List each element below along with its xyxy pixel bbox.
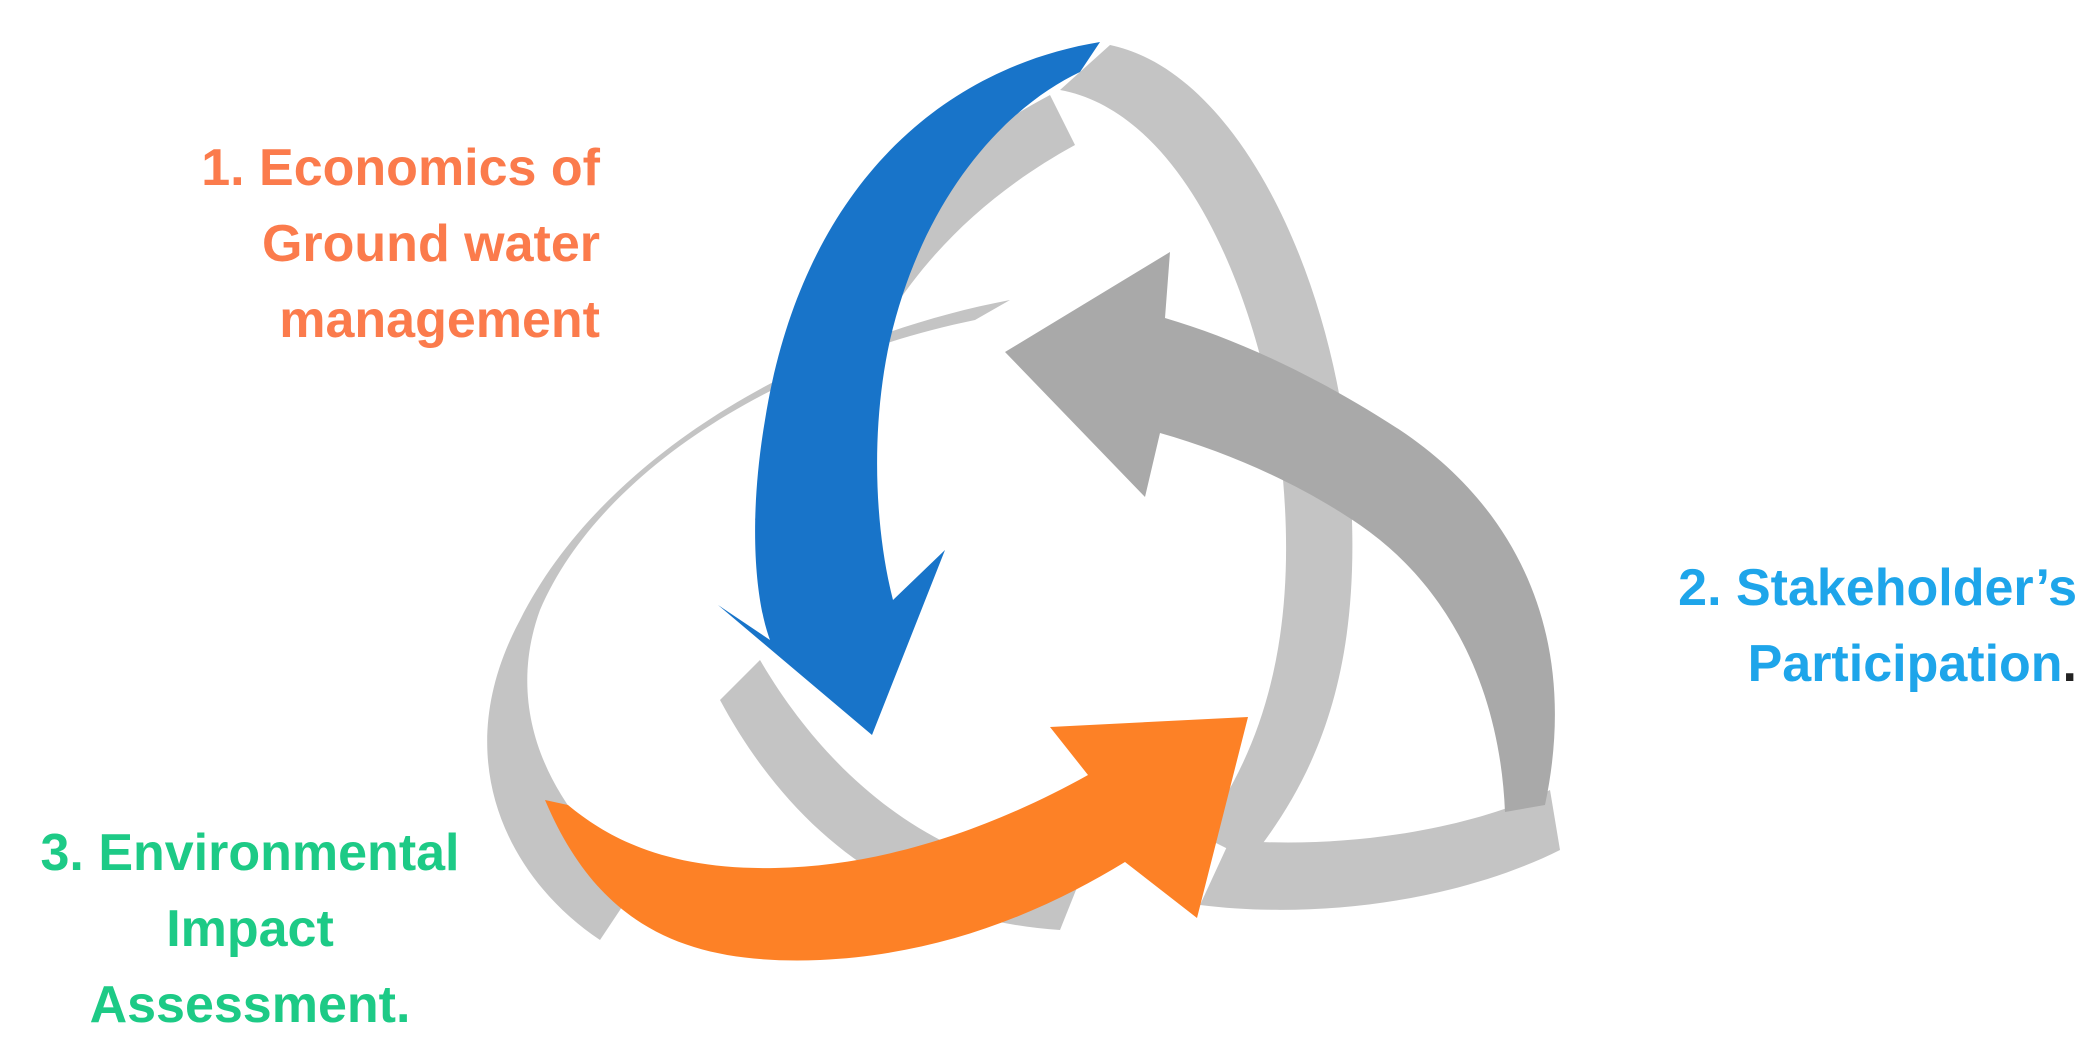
label-stakeholders-period: . bbox=[2062, 635, 2077, 693]
label-economics-line-1: 1. Economics of bbox=[201, 139, 600, 197]
label-stakeholders-line-2: Participation bbox=[1747, 635, 2063, 693]
label-stakeholders-line-2-wrap: Participation. bbox=[1622, 626, 2077, 702]
label-economics: 1. Economics of Ground water management bbox=[175, 130, 600, 358]
label-stakeholders: 2. Stakeholder’s Participation. bbox=[1622, 550, 2077, 702]
label-environmental-line-1: 3. Environmental bbox=[40, 824, 460, 882]
ribbon-loop-bottom-right bbox=[1200, 790, 1560, 910]
arrow-environmental bbox=[545, 717, 1248, 961]
arrow-economics bbox=[718, 42, 1100, 735]
label-economics-line-2: Ground water bbox=[261, 215, 600, 273]
label-environmental-line-2: Impact bbox=[166, 900, 334, 958]
label-environmental-line-3: Assessment. bbox=[89, 976, 411, 1034]
label-economics-line-3: management bbox=[279, 291, 600, 349]
ribbon-loop-left bbox=[487, 300, 1010, 940]
label-environmental: 3. Environmental Impact Assessment. bbox=[20, 815, 480, 1043]
ribbon-loop-top bbox=[1060, 45, 1353, 860]
label-stakeholders-line-1: 2. Stakeholder’s bbox=[1678, 559, 2077, 617]
arrow-stakeholders bbox=[1005, 252, 1555, 812]
